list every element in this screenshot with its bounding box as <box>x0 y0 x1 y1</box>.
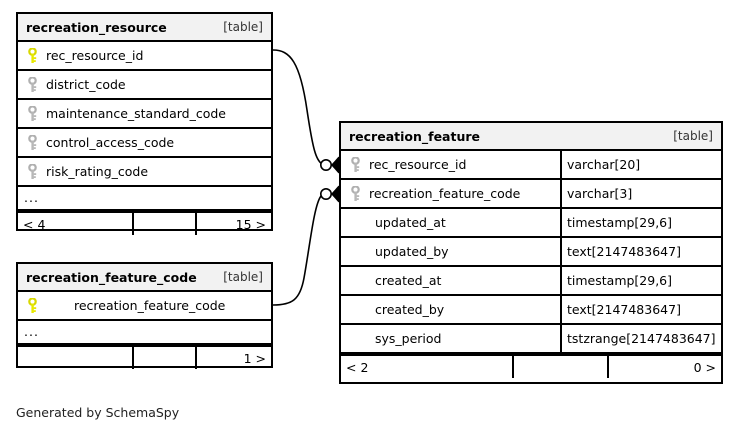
table-row-more[interactable]: ... <box>18 187 271 211</box>
column-type: text[2147483647] <box>560 238 721 265</box>
primary-key-icon <box>24 47 40 64</box>
table-row[interactable]: sys_period tstzrange[2147483647] <box>341 325 721 354</box>
table-kind-label: [table] <box>223 20 263 34</box>
column-type: varchar[20] <box>560 151 721 178</box>
column-cell: rec_resource_id <box>18 42 271 69</box>
foreign-key-icon <box>24 76 40 93</box>
table-row[interactable]: created_by text[2147483647] <box>341 296 721 325</box>
column-name: risk_rating_code <box>46 164 149 179</box>
diagram-caption: Generated by SchemaSpy <box>16 405 180 420</box>
foreign-key-icon <box>24 134 40 151</box>
column-name: maintenance_standard_code <box>46 106 226 121</box>
footer-prev-count[interactable]: < 4 <box>23 216 46 232</box>
column-type: varchar[3] <box>560 180 721 207</box>
table-title: recreation_resource <box>26 19 167 35</box>
table-recreation-feature-code[interactable]: recreation_feature_code [table] recreati… <box>16 262 273 369</box>
column-type: text[2147483647] <box>560 296 721 323</box>
column-name: rec_resource_id <box>369 157 467 172</box>
column-name: recreation_feature_code <box>369 186 521 201</box>
column-cell: recreation_feature_code <box>18 292 271 319</box>
column-name: created_by <box>375 302 445 317</box>
column-cell: district_code <box>18 71 271 98</box>
footer-next-count[interactable]: 1 > <box>195 347 271 369</box>
table-header: recreation_feature [table] <box>341 123 721 151</box>
table-row[interactable]: recreation_feature_code <box>18 292 271 321</box>
foreign-key-icon <box>24 105 40 122</box>
table-row[interactable]: updated_at timestamp[29,6] <box>341 209 721 238</box>
foreign-key-icon <box>347 185 363 202</box>
column-type: tstzrange[2147483647] <box>560 325 721 352</box>
table-row-more[interactable]: ... <box>18 321 271 345</box>
footer-prev-count[interactable] <box>18 347 132 369</box>
table-row[interactable]: control_access_code <box>18 129 271 158</box>
column-name: updated_at <box>375 215 446 230</box>
footer-middle <box>131 347 195 369</box>
table-kind-label: [table] <box>223 270 263 284</box>
more-columns-indicator: ... <box>24 189 39 205</box>
table-row[interactable]: created_at timestamp[29,6] <box>341 267 721 296</box>
column-cell: sys_period <box>341 325 560 352</box>
table-title: recreation_feature_code <box>26 269 197 285</box>
table-title: recreation_feature <box>349 128 480 144</box>
primary-key-icon <box>24 297 40 314</box>
relationship-rec-resource-id <box>272 49 340 174</box>
table-row[interactable]: maintenance_standard_code <box>18 100 271 129</box>
table-row[interactable]: rec_resource_id varchar[20] <box>341 151 721 180</box>
table-header: recreation_resource [table] <box>18 14 271 42</box>
table-header: recreation_feature_code [table] <box>18 264 271 292</box>
table-footer: < 2 0 > <box>341 354 721 378</box>
footer-middle <box>512 356 607 378</box>
column-name: district_code <box>46 77 126 92</box>
more-columns-indicator: ... <box>24 323 39 339</box>
column-cell: created_at <box>341 267 560 294</box>
table-recreation-feature[interactable]: recreation_feature [table] rec_resource_… <box>339 121 723 384</box>
table-row[interactable]: risk_rating_code <box>18 158 271 187</box>
table-footer: < 4 15 > <box>18 211 271 235</box>
foreign-key-icon <box>24 163 40 180</box>
column-name: updated_by <box>375 244 449 259</box>
crowsfoot-many <box>331 186 339 202</box>
column-name: sys_period <box>375 331 442 346</box>
column-cell: created_by <box>341 296 560 323</box>
column-type: timestamp[29,6] <box>560 267 721 294</box>
column-cell: updated_at <box>341 209 560 236</box>
table-recreation-resource[interactable]: recreation_resource [table] rec_resource… <box>16 12 273 235</box>
footer-middle <box>131 213 195 235</box>
foreign-key-icon <box>347 156 363 173</box>
relationship-recreation-feature-code <box>272 185 340 306</box>
column-name: recreation_feature_code <box>74 298 226 313</box>
crowsfoot-many <box>331 157 339 173</box>
table-footer: 1 > <box>18 345 271 369</box>
column-type: timestamp[29,6] <box>560 209 721 236</box>
column-name: created_at <box>375 273 442 288</box>
table-row[interactable]: rec_resource_id <box>18 42 271 71</box>
table-row[interactable]: recreation_feature_code varchar[3] <box>341 180 721 209</box>
zero-cardinality-circle <box>319 188 332 201</box>
footer-next-count[interactable]: 0 > <box>607 356 721 378</box>
table-row[interactable]: district_code <box>18 71 271 100</box>
column-cell: maintenance_standard_code <box>18 100 271 127</box>
column-cell: rec_resource_id <box>341 151 560 178</box>
column-cell: updated_by <box>341 238 560 265</box>
column-cell: risk_rating_code <box>18 158 271 185</box>
footer-prev-count[interactable]: < 2 <box>346 359 369 375</box>
footer-next-count[interactable]: 15 > <box>195 213 271 235</box>
table-row[interactable]: updated_by text[2147483647] <box>341 238 721 267</box>
column-cell: recreation_feature_code <box>341 180 560 207</box>
column-name: control_access_code <box>46 135 175 150</box>
column-name: rec_resource_id <box>46 48 144 63</box>
table-kind-label: [table] <box>673 129 713 143</box>
zero-cardinality-circle <box>319 159 332 172</box>
column-cell: control_access_code <box>18 129 271 156</box>
